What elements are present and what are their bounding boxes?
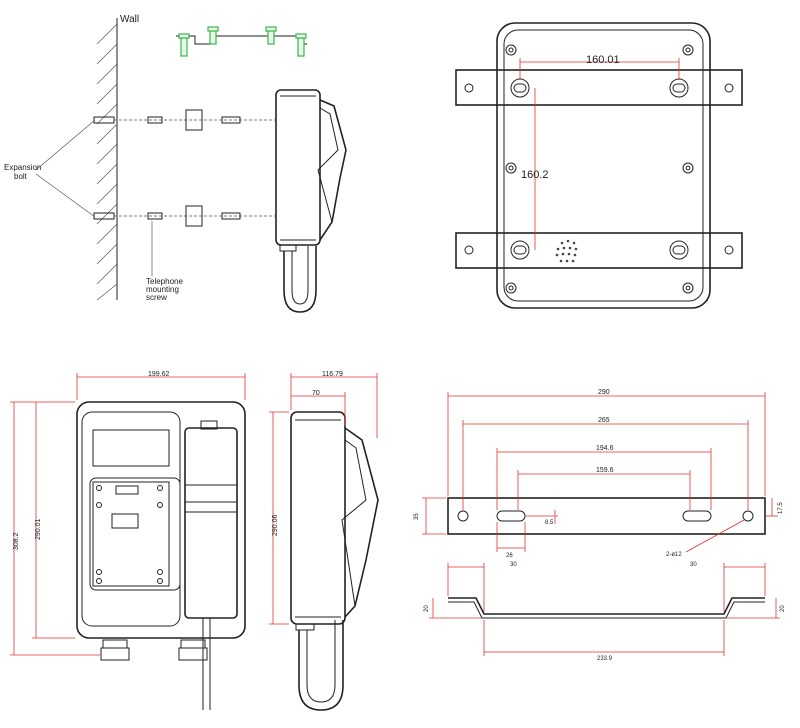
bracket-slot-length-dim: 26 <box>506 553 513 559</box>
bracket-top <box>455 69 743 106</box>
bracket-hole-height-dim: 17.5 <box>778 502 784 514</box>
side-cord <box>298 620 344 711</box>
wall-hatching <box>96 23 118 301</box>
front-height-outer-dim: 308.2 <box>13 532 20 550</box>
bracket-step-left-dim: 20 <box>424 605 430 612</box>
bracket-hole-spec: 2-ø12 <box>666 552 682 558</box>
handset-front <box>184 427 238 619</box>
keypad-screws <box>96 485 163 584</box>
side-handset <box>344 427 379 618</box>
wall-anchor-lower <box>93 212 115 220</box>
screw-upper <box>147 109 241 131</box>
bracket-slot-inner-dim: 159.6 <box>596 467 614 474</box>
expansion-bolt-label-2: bolt <box>14 172 28 181</box>
back-width-dim: 160.01 <box>586 54 620 66</box>
telephone-screw-label-2: mounting <box>146 285 179 294</box>
bracket-profile <box>448 597 765 615</box>
side-handset-depth-dim: 70 <box>312 390 320 397</box>
side-height-dim: 290.06 <box>272 514 279 536</box>
back-view: 160.01 160.2 <box>455 22 743 309</box>
back-height-dim: 160.2 <box>521 169 549 181</box>
bracket-slot-offset-dim: 8.5 <box>545 520 554 526</box>
speaker-grille <box>555 239 578 263</box>
front-width-dim: 199.62 <box>148 371 170 378</box>
side-view: 116.79 70 290.06 <box>269 371 379 711</box>
wall-label: Wall <box>120 14 139 25</box>
bracket-overall-dim: 290 <box>598 389 610 396</box>
bracket-bottom <box>455 232 743 269</box>
bracket-hole-span-dim: 265 <box>598 417 610 424</box>
installation-view: Wall Expansion bolt Telephone mounting s… <box>4 14 347 313</box>
front-height-inner-dim: 290.01 <box>35 518 42 540</box>
bracket-flange-left-dim: 30 <box>510 562 517 568</box>
bracket-height-dim: 35 <box>414 513 420 520</box>
front-view: 199.62 308.2 290.01 <box>10 371 246 710</box>
expansion-bolt-label-1: Expansion <box>4 163 41 172</box>
cable-glands <box>100 639 208 661</box>
telephone-screw-label-3: screw <box>146 293 167 302</box>
telephone-screw-label-1: Telephone <box>146 277 183 286</box>
telephone-side-installed <box>275 89 347 313</box>
bracket-slot-outer-dim: 194.6 <box>596 445 614 452</box>
bracket-flange-right-dim: 30 <box>690 562 697 568</box>
bracket-step-right-dim: 20 <box>780 605 786 612</box>
front-body <box>76 401 246 639</box>
bracket-screw-detail <box>176 26 307 57</box>
wall-anchor-upper <box>93 116 115 124</box>
side-depth-dim: 116.79 <box>322 371 343 378</box>
back-body <box>496 22 711 309</box>
bracket-plate <box>447 497 766 535</box>
screw-lower <box>147 205 241 227</box>
bracket-drawing: 290 265 194.6 159.6 8.5 35 17.5 26 2-ø12 <box>414 389 786 662</box>
mount-holes <box>505 44 694 294</box>
bracket-bottom-span-dim: 233.9 <box>597 656 613 662</box>
side-body <box>290 411 346 625</box>
